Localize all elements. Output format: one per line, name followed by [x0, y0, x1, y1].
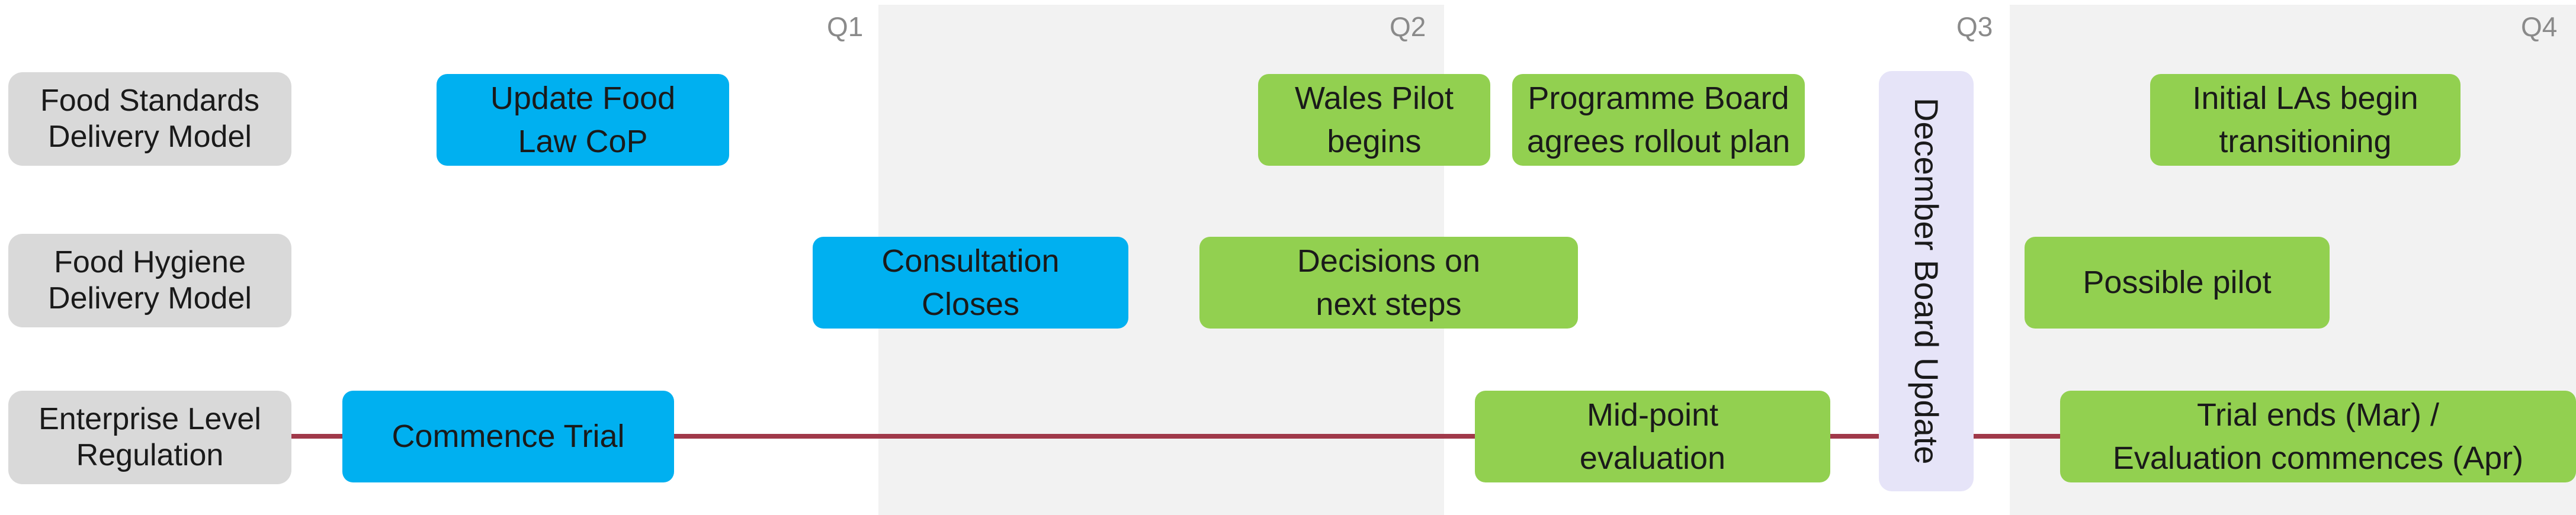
event-update-food-law-cop: Update Food Law CoP — [437, 74, 729, 166]
row-label-food-hygiene: Food Hygiene Delivery Model — [8, 234, 291, 327]
quarter-label-q1: Q1 — [827, 11, 864, 42]
event-programme-board-rollout: Programme Board agrees rollout plan — [1512, 74, 1805, 166]
event-trial-ends-evaluation: Trial ends (Mar) / Evaluation commences … — [2060, 391, 2576, 482]
milestone-label: December Board Update — [1908, 98, 1945, 465]
event-mid-point-evaluation: Mid-point evaluation — [1475, 391, 1830, 482]
quarter-label-q4: Q4 — [2521, 11, 2558, 42]
event-decisions-next-steps: Decisions on next steps — [1199, 237, 1578, 329]
row-label-enterprise: Enterprise Level Regulation — [8, 391, 291, 484]
event-consultation-closes: Consultation Closes — [813, 237, 1128, 329]
row-label-food-standards: Food Standards Delivery Model — [8, 72, 291, 166]
event-possible-pilot: Possible pilot — [2025, 237, 2330, 329]
event-commence-trial: Commence Trial — [342, 391, 674, 482]
event-initial-las-transitioning: Initial LAs begin transitioning — [2150, 74, 2460, 166]
event-wales-pilot-begins: Wales Pilot begins — [1258, 74, 1490, 166]
milestone-december-board-update: December Board Update — [1879, 71, 1974, 491]
quarter-label-q3: Q3 — [1956, 11, 1993, 42]
enterprise-timeline-line — [290, 434, 2576, 439]
quarter-label-q2: Q2 — [1390, 11, 1426, 42]
